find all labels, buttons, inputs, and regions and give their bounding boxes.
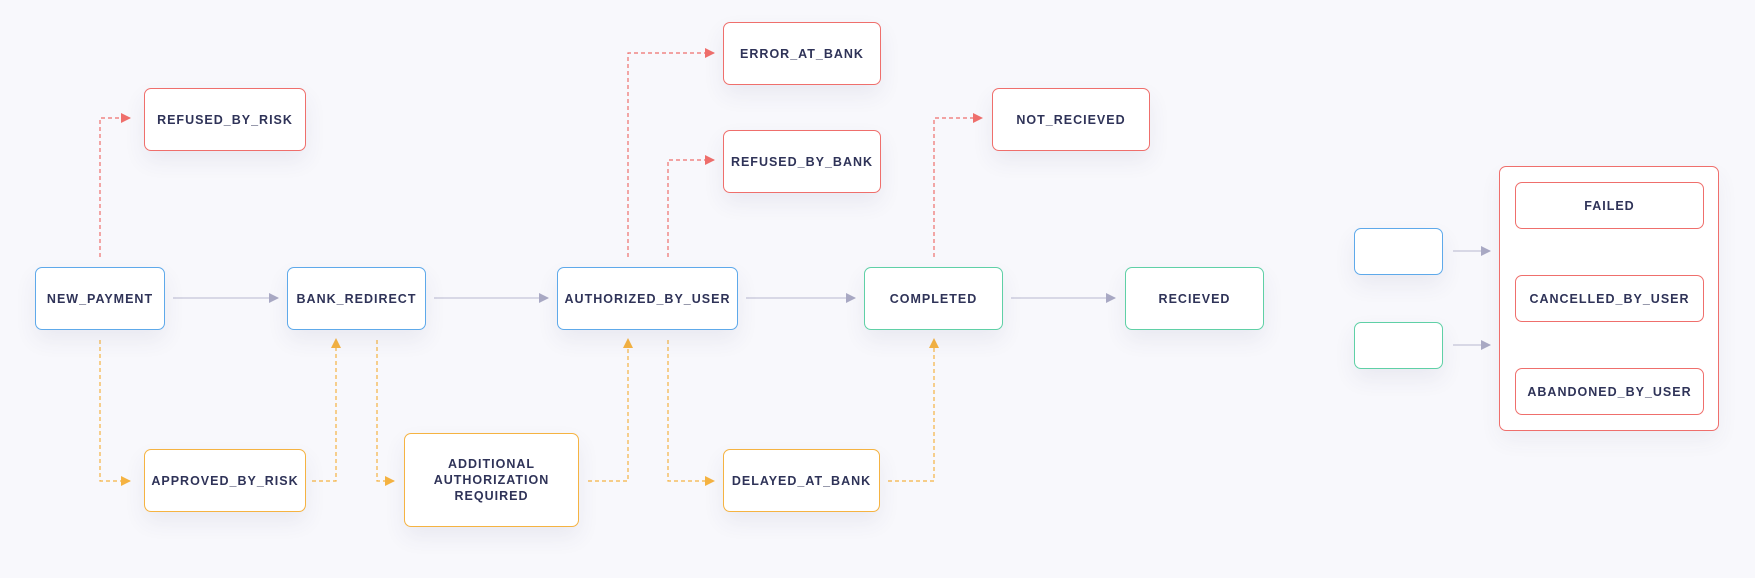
node-refused-by-bank: REFUSED_BY_BANK — [723, 130, 881, 193]
legend-node-abandoned-by-user: ABANDONED_BY_USER — [1515, 368, 1704, 415]
legend-green-state-box — [1354, 322, 1443, 369]
arrow-authorized-to-error-at-bank — [627, 48, 715, 257]
legend-node-cancelled-by-user: CANCELLED_BY_USER — [1515, 275, 1704, 322]
arrow-completed-to-not-recieved — [933, 113, 983, 257]
legend-blue-state-box — [1354, 228, 1443, 275]
node-recieved: RECIEVED — [1125, 267, 1264, 330]
arrow-authorized-to-refused-by-bank — [667, 155, 715, 257]
node-new-payment: NEW_PAYMENT — [35, 267, 165, 330]
node-additional-authorization-required: ADDITIONAL AUTHORIZATION REQUIRED — [404, 433, 579, 527]
node-error-at-bank: ERROR_AT_BANK — [723, 22, 881, 85]
arrow-new-payment-to-approved-by-risk — [99, 340, 131, 486]
arrow-authorized-to-delayed-at-bank — [667, 340, 715, 486]
node-delayed-at-bank: DELAYED_AT_BANK — [723, 449, 880, 512]
node-not-recieved: NOT_RECIEVED — [992, 88, 1150, 151]
arrow-approved-by-risk-to-bank-redirect — [312, 338, 341, 482]
node-authorized-by-user: AUTHORIZED_BY_USER — [557, 267, 738, 330]
arrow-additional-auth-to-authorized — [588, 338, 633, 482]
arrow-bank-redirect-to-additional-auth — [376, 340, 395, 486]
node-completed: COMPLETED — [864, 267, 1003, 330]
arrow-new-payment-to-refused-by-risk — [99, 113, 131, 257]
node-bank-redirect: BANK_REDIRECT — [287, 267, 426, 330]
legend-node-failed: FAILED — [1515, 182, 1704, 229]
arrow-delayed-at-bank-to-completed — [888, 338, 939, 482]
node-approved-by-risk: APPROVED_BY_RISK — [144, 449, 306, 512]
node-refused-by-risk: REFUSED_BY_RISK — [144, 88, 306, 151]
